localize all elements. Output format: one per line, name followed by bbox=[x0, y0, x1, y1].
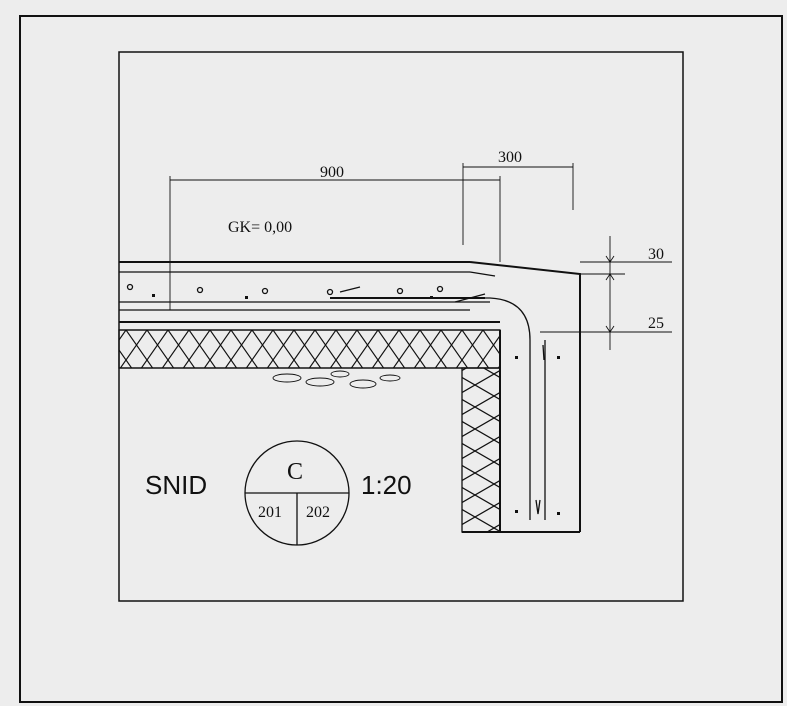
dimension-300-label: 300 bbox=[498, 149, 522, 166]
vertical-insulation bbox=[461, 367, 501, 533]
dimension-right: 30 25 bbox=[540, 236, 672, 350]
gravel-stones bbox=[272, 370, 401, 389]
section-sheet-left: 201 bbox=[258, 504, 282, 521]
level-label: GK= 0,00 bbox=[228, 219, 292, 236]
horizontal-insulation bbox=[118, 329, 501, 369]
dimension-25-label: 25 bbox=[648, 315, 664, 332]
inner-frame bbox=[118, 51, 684, 602]
section-letter: C bbox=[287, 459, 303, 485]
dimension-30-label: 30 bbox=[648, 246, 664, 263]
outer-frame bbox=[19, 15, 783, 703]
scale-label: 1:20 bbox=[361, 470, 412, 500]
section-symbol: SNID C 201 202 1:20 bbox=[145, 440, 412, 546]
dimension-300: 300 bbox=[462, 149, 574, 245]
floor-slab bbox=[119, 261, 581, 532]
section-sheet-right: 202 bbox=[306, 504, 330, 521]
concrete-wall bbox=[462, 330, 580, 533]
dimension-900: 900 bbox=[169, 164, 501, 310]
dimension-900-label: 900 bbox=[320, 164, 344, 181]
section-prefix: SNID bbox=[145, 470, 207, 500]
